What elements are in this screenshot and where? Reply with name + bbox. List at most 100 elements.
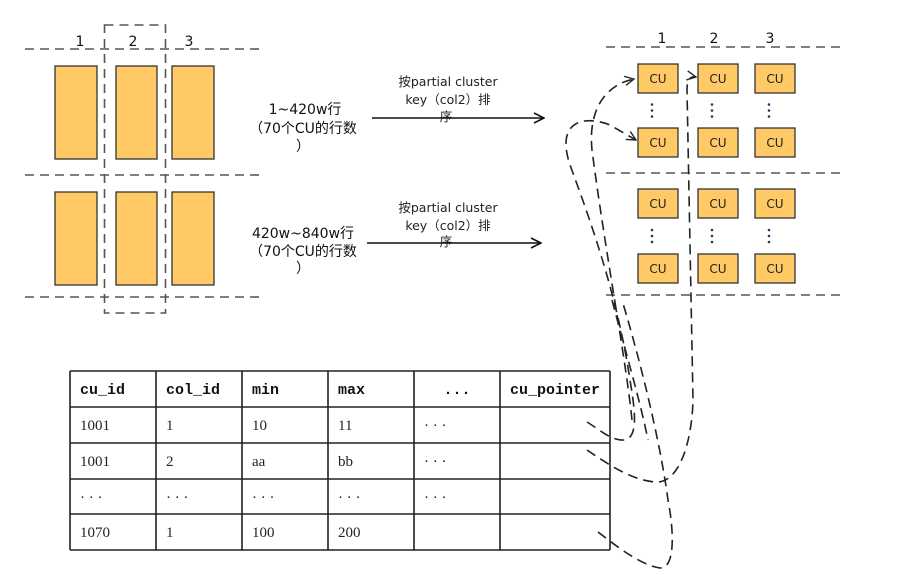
vertical-ellipsis-icon	[650, 103, 654, 118]
vertical-ellipsis-icon	[710, 103, 714, 118]
cu-box-label: CU	[649, 197, 666, 211]
middle-group-1: 1~420w行 （70个CU的行数 ） 按partial cluster key…	[249, 74, 544, 155]
column-2-highlight-box	[103, 24, 167, 314]
table-header-cu-id: cu_id	[80, 382, 125, 399]
right-column-label-1: 1	[658, 31, 667, 47]
cu-box	[754, 253, 796, 284]
sort-label-line3: 序	[440, 109, 453, 124]
right-column-label-2: 2	[710, 31, 719, 47]
cu-box	[697, 188, 739, 219]
cu-box-label: CU	[766, 262, 783, 276]
table-cell: 10	[252, 418, 267, 434]
ellipsis-dot	[650, 109, 654, 112]
table-cell: 1070	[80, 525, 110, 541]
table-header-min: min	[252, 382, 279, 399]
data-block-col3	[171, 191, 215, 286]
sort-label-line1: 按partial cluster	[398, 74, 498, 89]
ellipsis-dot	[767, 228, 771, 232]
row-note-label: （70个CU的行数	[249, 121, 357, 137]
table-row: · · ·· · ·· · ·· · ·· · ·	[80, 490, 447, 506]
ellipsis-dot	[767, 103, 771, 106]
cu-box-label: CU	[766, 197, 783, 211]
ellipsis-dot	[650, 115, 654, 118]
row-note-label: （70个CU的行数	[249, 244, 357, 260]
left-column-label-1: 1	[76, 34, 85, 50]
ellipsis-dot	[767, 115, 771, 118]
table-header-ellipsis: ...	[443, 382, 470, 399]
right-column-label-3: 3	[766, 31, 775, 47]
cu-box	[754, 188, 796, 219]
table-cell: 1	[166, 525, 174, 541]
table-header-cu-pointer: cu_pointer	[510, 382, 600, 399]
cu-box	[754, 63, 796, 94]
ellipsis-dot	[650, 240, 654, 244]
cu-box-label: CU	[649, 136, 666, 150]
cu-box	[697, 253, 739, 284]
ellipsis-dot	[650, 228, 654, 232]
table-cell: 1001	[80, 454, 110, 470]
data-block-col1	[54, 65, 98, 160]
sort-label-line2: key（col2）排	[405, 92, 491, 107]
cu-box-label: CU	[709, 72, 726, 86]
table-cell: · · ·	[424, 490, 447, 506]
row-note-close: ）	[296, 139, 310, 155]
cu-box-label: CU	[649, 262, 666, 276]
middle-group-2: 420w~840w行 （70个CU的行数 ） 按partial cluster …	[249, 200, 541, 277]
table-cell: 2	[166, 454, 174, 470]
pointer-link-segment	[611, 299, 649, 441]
left-group-2	[54, 191, 215, 286]
left-column-label-3: 3	[185, 34, 194, 50]
table-cell: · · ·	[424, 418, 447, 434]
table-cell: · · ·	[80, 490, 103, 506]
row-range-label: 420w~840w行	[252, 226, 354, 242]
data-block-col2	[115, 65, 158, 160]
table-cell: 100	[252, 525, 275, 541]
table-cell: 1	[166, 418, 174, 434]
left-column-label-2: 2	[129, 34, 138, 50]
ellipsis-dot	[710, 109, 714, 112]
data-block-col3	[171, 65, 215, 160]
cu-box	[754, 127, 796, 158]
ellipsis-dot	[710, 228, 714, 232]
sort-label-line3: 序	[440, 234, 453, 249]
pointer-link-row4-to-cu	[597, 299, 674, 569]
sort-label-line2: key（col2）排	[405, 218, 491, 233]
table-cell: aa	[252, 454, 266, 470]
ellipsis-dot	[767, 240, 771, 244]
cu-box-label: CU	[766, 72, 783, 86]
data-block-col2	[115, 191, 158, 286]
cu-box	[697, 63, 739, 94]
ellipsis-dot	[710, 115, 714, 118]
vertical-ellipsis-icon	[710, 228, 714, 244]
ellipsis-dot	[710, 240, 714, 244]
cu-box	[697, 127, 739, 158]
cu-box-label: CU	[709, 262, 726, 276]
ellipsis-dot	[767, 234, 771, 238]
table-row: 1070 1 100 200	[80, 525, 361, 541]
data-block-col1	[54, 191, 98, 286]
ellipsis-dot	[650, 103, 654, 106]
sort-label-line1: 按partial cluster	[398, 200, 498, 215]
vertical-ellipsis-icon	[650, 228, 654, 244]
ellipsis-dot	[767, 109, 771, 112]
ellipsis-dot	[650, 234, 654, 238]
cu-box	[637, 127, 679, 158]
table-cell: 1001	[80, 418, 110, 434]
table-cell: · · ·	[166, 490, 189, 506]
cu-box-label: CU	[766, 136, 783, 150]
table-header-max: max	[338, 382, 365, 399]
pointer-link-to-top-cu	[590, 79, 634, 421]
table-cell: · · ·	[424, 454, 447, 470]
cu-box	[637, 253, 679, 284]
table-cell: 200	[338, 525, 361, 541]
vertical-ellipsis-icon	[767, 228, 771, 244]
table-cell: · · ·	[252, 490, 275, 506]
ellipsis-dot	[710, 103, 714, 106]
